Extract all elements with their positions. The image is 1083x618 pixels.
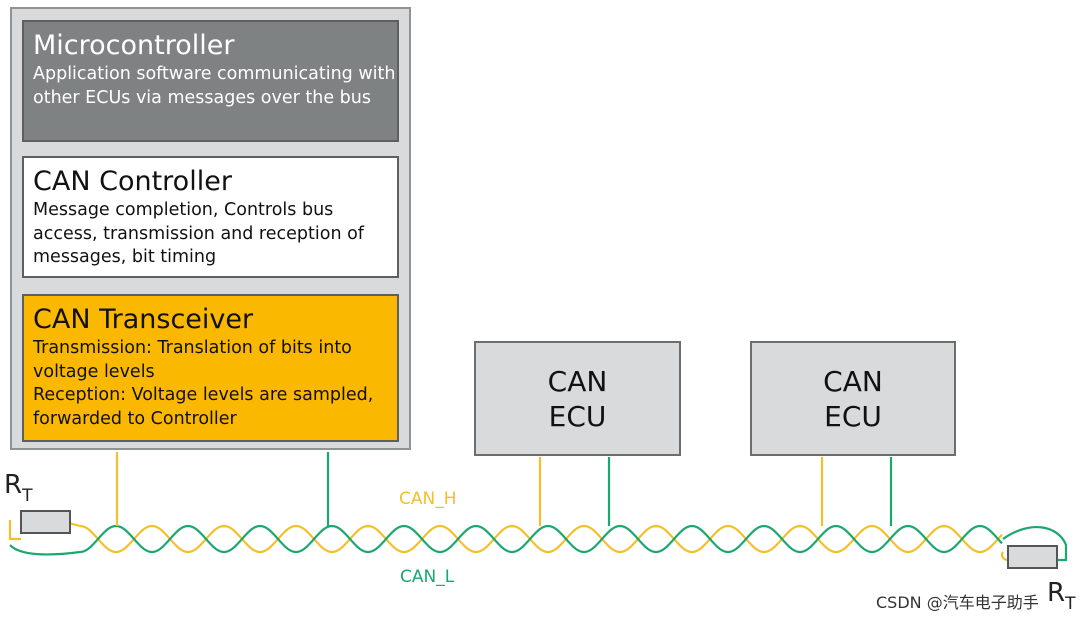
terminating-resistors	[20, 510, 1058, 569]
bus-wires	[8, 512, 1068, 562]
left-terminator-label: RT	[4, 470, 32, 506]
left-term-l	[9, 544, 81, 556]
right-terminator-subscript: T	[1065, 594, 1076, 614]
ecu-2-line2: ECU	[824, 399, 882, 433]
can-transceiver-reception: Reception: Voltage levels are sampled, f…	[33, 385, 374, 429]
can-l-wire	[79, 524, 1003, 554]
watermark: CSDN @汽车电子助手	[876, 593, 1039, 612]
bus-drop-lines	[115, 452, 893, 526]
left-resistor-icon	[20, 510, 71, 534]
ecu-1-line2: ECU	[548, 399, 607, 433]
can-ecu-node-2: CAN ECU	[750, 341, 956, 456]
can-transceiver-block: CAN Transceiver Transmission: Translatio…	[22, 294, 399, 442]
ecu-1-line1: CAN	[547, 364, 608, 398]
microcontroller-description: Application software communicating with …	[33, 64, 396, 108]
left-terminator-subscript: T	[22, 486, 33, 506]
left-terminator-symbol: R	[4, 470, 23, 500]
microcontroller-block: Microcontroller Application software com…	[22, 20, 399, 142]
right-terminator-label: RT	[1047, 578, 1075, 614]
right-resistor-icon	[1007, 545, 1058, 569]
can-controller-block: CAN Controller Message completion, Contr…	[22, 156, 399, 278]
right-term-l	[1002, 526, 1068, 562]
can-ecu-node-1: CAN ECU	[474, 341, 681, 456]
can-controller-description: Message completion, Controls bus access,…	[33, 200, 364, 267]
can-l-label: CAN_L	[400, 567, 455, 587]
can-transceiver-transmission: Transmission: Translation of bits into v…	[33, 338, 352, 382]
right-terminator-symbol: R	[1047, 578, 1066, 608]
can-h-wire	[79, 524, 1003, 554]
ecu-2-line1: CAN	[823, 364, 883, 398]
microcontroller-title: Microcontroller	[33, 30, 235, 61]
can-controller-title: CAN Controller	[33, 166, 232, 197]
can-transceiver-title: CAN Transceiver	[33, 304, 254, 335]
can-h-label: CAN_H	[399, 489, 457, 509]
